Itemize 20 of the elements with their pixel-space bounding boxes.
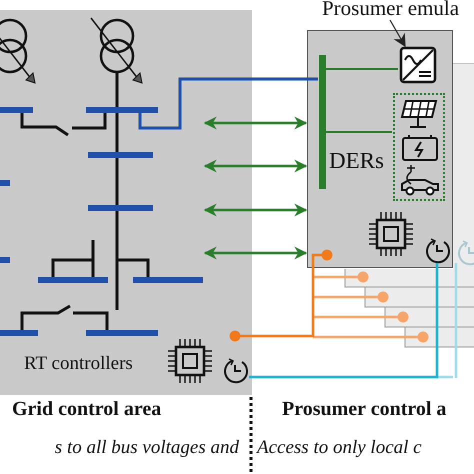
callout-text: Prosumer emula <box>322 0 460 20</box>
double-arrow <box>204 246 308 260</box>
double-arrow <box>204 204 308 216</box>
der-label: DERs <box>329 148 384 174</box>
connection-line <box>249 263 438 378</box>
area-heading: Prosumer control a <box>282 398 446 420</box>
der-group-box <box>393 93 445 201</box>
prosumer-emulator-box <box>307 30 453 268</box>
controller-label: RT controllers <box>24 354 133 375</box>
inverter-icon <box>399 46 437 84</box>
description-text: Access to only local c <box>257 438 422 459</box>
connection-line <box>252 78 318 80</box>
connection-line <box>325 131 392 133</box>
area-heading: Grid control area <box>12 398 162 420</box>
connection-line <box>230 250 332 342</box>
double-arrow <box>204 160 308 172</box>
double-arrow <box>204 116 308 130</box>
connection-line <box>325 68 398 70</box>
description-text: s to all bus voltages and <box>54 438 239 459</box>
bus-bar <box>319 55 326 189</box>
